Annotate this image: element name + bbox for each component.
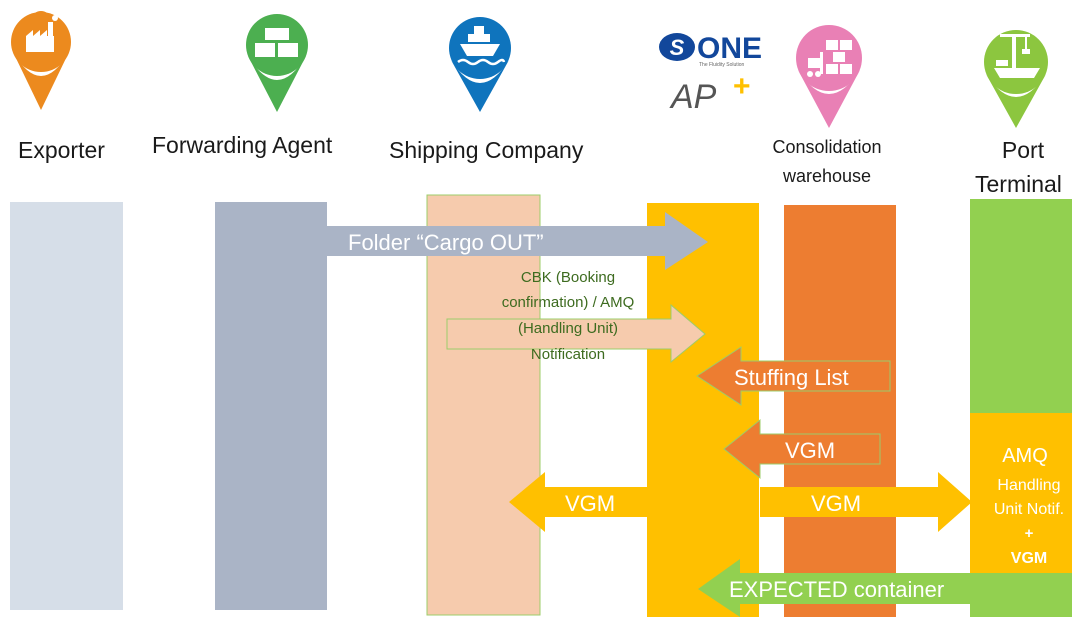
actor-label-exporter: Exporter xyxy=(18,137,105,163)
label-expected-word: EXPECTED xyxy=(729,577,848,602)
arrow-stuffing-list xyxy=(696,346,891,406)
label-cbk-line2: confirmation) / AMQ xyxy=(502,294,635,311)
label-folder-cargo-out: Folder “Cargo OUT” xyxy=(348,230,544,255)
pin-port-terminal xyxy=(984,30,1048,128)
arrow-vgm-to-terminal xyxy=(760,472,972,532)
actor-label-consolidation-line2: warehouse xyxy=(782,166,871,186)
label-expected-container: EXPECTED container xyxy=(729,577,944,602)
arrow-expected-container xyxy=(698,559,1072,617)
sone-logo-mark-letter: S xyxy=(670,35,685,60)
actor-label-port-line1: Port xyxy=(1002,137,1045,163)
port-crane-icon xyxy=(994,34,1040,78)
label-vgm-left: VGM xyxy=(565,491,615,516)
arrow-vgm-to-shipping xyxy=(509,472,667,532)
ap-plus-logo: AP + xyxy=(669,70,751,116)
sone-logo-text: ONE xyxy=(697,32,762,65)
lane-consolidation-warehouse xyxy=(784,205,896,617)
terminal-note-vgm: VGM xyxy=(1011,550,1047,567)
boxes-icon xyxy=(255,28,298,57)
ship-icon xyxy=(457,26,506,66)
lane-shipping-company xyxy=(426,194,541,616)
terminal-note-handling: Handling xyxy=(997,477,1060,494)
sone-logo-mark xyxy=(659,33,695,61)
ap-logo-text: AP xyxy=(669,78,717,116)
terminal-note-unit-notif: Unit Notif. xyxy=(994,501,1064,518)
label-cbk-line4: Notification xyxy=(531,346,605,363)
forklift-warehouse-icon xyxy=(807,40,852,77)
terminal-note-box xyxy=(970,413,1072,592)
lane-exporter xyxy=(10,202,123,610)
ap-logo-plus: + xyxy=(733,70,751,103)
actor-label-consolidation-line1: Consolidation xyxy=(772,137,881,157)
label-container-word: container xyxy=(854,577,945,602)
label-vgm-warehouse: VGM xyxy=(785,438,835,463)
actor-label-forwarding-agent: Forwarding Agent xyxy=(152,132,333,158)
pin-shipping-company xyxy=(449,17,511,112)
pin-exporter xyxy=(11,11,71,110)
actor-label-port-line2: Terminal xyxy=(975,171,1062,197)
pin-consolidation-warehouse xyxy=(796,25,862,128)
lane-forwarding-agent xyxy=(215,202,327,610)
pin-forwarding-agent xyxy=(246,14,308,112)
sone-logo: S ONE The Fluidity Solution xyxy=(659,32,762,68)
actor-label-shipping-company: Shipping Company xyxy=(389,137,584,163)
arrow-folder-cargo-out xyxy=(327,212,708,270)
sone-logo-tagline: The Fluidity Solution xyxy=(699,62,745,68)
lane-platform xyxy=(647,203,759,617)
arrow-cbk-amq-notification xyxy=(446,303,706,364)
arrow-vgm-warehouse xyxy=(723,418,881,480)
terminal-note-amq: AMQ xyxy=(1002,445,1048,467)
label-cbk-line3: (Handling Unit) xyxy=(518,320,618,337)
terminal-note-plus: + xyxy=(1025,525,1034,542)
factory-icon xyxy=(26,12,62,52)
label-cbk-line1: CBK (Booking xyxy=(521,269,615,286)
label-stuffing-list: Stuffing List xyxy=(734,365,849,390)
label-vgm-right: VGM xyxy=(811,491,861,516)
